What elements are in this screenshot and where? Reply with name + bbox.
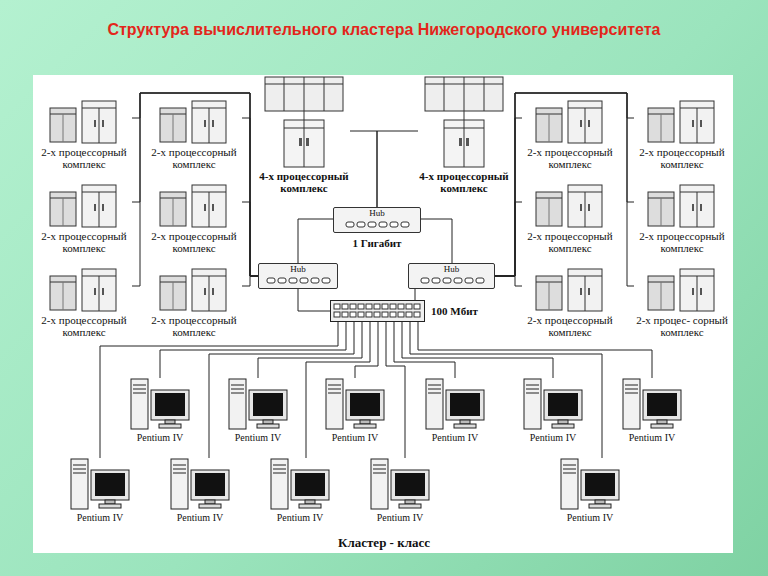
workstation: Pentium IV <box>265 458 335 523</box>
node-label: Pentium IV <box>320 432 390 443</box>
dual-processor-node: 2-х процессорный комплекс <box>522 100 618 170</box>
node-label: 2-х процес- сорный комплекс <box>634 314 730 338</box>
network-link <box>418 322 652 378</box>
node-label: 2-х процессорный комплекс <box>146 146 242 170</box>
node-label: 4-х процессорный комплекс <box>418 170 510 194</box>
node-label: Pentium IV <box>223 432 293 443</box>
node-label: Pentium IV <box>420 432 490 443</box>
node-label: 2-х процессорный комплекс <box>522 230 618 254</box>
workstation: Pentium IV <box>555 458 625 523</box>
node-label: 2-х процессорный комплекс <box>36 314 132 338</box>
node-label: 4-х процессорный комплекс <box>258 170 350 194</box>
network-link <box>132 93 258 276</box>
dual-processor-node: 2-х процессорный комплекс <box>36 184 132 254</box>
node-label: 2-х процессорный комплекс <box>522 314 618 338</box>
workstation: Pentium IV <box>617 378 687 443</box>
node-label: 2-х процессорный комплекс <box>146 230 242 254</box>
workstation: Pentium IV <box>420 378 490 443</box>
dual-processor-node: 2-х процессорный комплекс <box>146 100 242 170</box>
network-link <box>242 276 258 286</box>
dual-processor-node: 2-х процессорный комплекс <box>36 100 132 170</box>
node-label: Pentium IV <box>518 432 588 443</box>
hub-label: Hub <box>259 264 337 275</box>
network-hub: Hub 1 Гигабит <box>333 207 421 249</box>
node-label: 2-х процессорный комплекс <box>146 314 242 338</box>
hub-box: Hub <box>258 263 338 289</box>
network-link <box>377 131 418 207</box>
network-link <box>410 322 602 458</box>
node-label: 2-х процессорный комплекс <box>634 230 730 254</box>
speed-label: 100 Мбит <box>431 300 478 322</box>
node-label: Pentium IV <box>265 512 335 523</box>
hub-label: Hub <box>409 264 494 275</box>
network-hub: Hub <box>408 263 495 289</box>
network-link <box>495 93 634 276</box>
dual-processor-node: 2-х процессорный комплекс <box>146 268 242 338</box>
network-link <box>495 93 634 286</box>
network-link <box>132 93 258 286</box>
network-hub: Hub <box>258 263 338 289</box>
workstation: Pentium IV <box>518 378 588 443</box>
quad-processor-node: 4-х процессорный комплекс <box>258 76 350 194</box>
network-link <box>495 202 522 276</box>
hub-box: Hub <box>408 263 495 289</box>
dual-processor-node: 2-х процессорный комплекс <box>634 100 730 170</box>
workstation: Pentium IV <box>125 378 195 443</box>
workstation: Pentium IV <box>365 458 435 523</box>
network-link <box>298 219 333 263</box>
hub-label: Hub <box>334 208 420 219</box>
network-link <box>132 93 258 276</box>
slide-title: Структура вычислительного кластера Нижег… <box>0 21 768 39</box>
workstation: Pentium IV <box>320 378 390 443</box>
node-label: Pentium IV <box>65 512 135 523</box>
network-link <box>258 322 362 378</box>
node-label: Pentium IV <box>555 512 625 523</box>
workstation: Pentium IV <box>165 458 235 523</box>
node-label: 2-х процессорный комплекс <box>634 146 730 170</box>
network-link <box>298 289 330 311</box>
network-link <box>495 93 634 276</box>
node-label: Pentium IV <box>165 512 235 523</box>
workstation: Pentium IV <box>223 378 293 443</box>
dual-processor-node: 2-х процессорный комплекс <box>634 184 730 254</box>
workstation: Pentium IV <box>65 458 135 523</box>
dual-processor-node: 2-х процессорный комплекс <box>146 184 242 254</box>
network-link <box>355 322 378 378</box>
node-label: 2-х процессорный комплекс <box>36 230 132 254</box>
dual-processor-node: 2-х процессорный комплекс <box>522 184 618 254</box>
dual-processor-node: 2-х процессорный комплекс <box>522 268 618 338</box>
dual-processor-node: 2-х процессорный комплекс <box>36 268 132 338</box>
node-label: Pentium IV <box>617 432 687 443</box>
hub-box: Hub <box>333 207 421 233</box>
network-switch: 100 Мбит <box>330 300 478 322</box>
node-label: Pentium IV <box>125 432 195 443</box>
network-link <box>386 322 405 458</box>
network-link <box>421 219 452 263</box>
node-label: Pentium IV <box>365 512 435 523</box>
network-link <box>100 322 338 458</box>
network-link <box>350 131 377 207</box>
network-link <box>495 118 522 276</box>
network-link <box>495 276 522 286</box>
speed-label: 1 Гигабит <box>333 237 421 249</box>
quad-processor-node: 4-х процессорный комплекс <box>418 76 510 194</box>
group-label: Кластер - класс <box>0 535 768 551</box>
network-link <box>415 289 416 300</box>
node-label: 2-х процессорный комплекс <box>36 146 132 170</box>
dual-processor-node: 2-х процес- сорный комплекс <box>634 268 730 338</box>
node-label: 2-х процессорный комплекс <box>522 146 618 170</box>
